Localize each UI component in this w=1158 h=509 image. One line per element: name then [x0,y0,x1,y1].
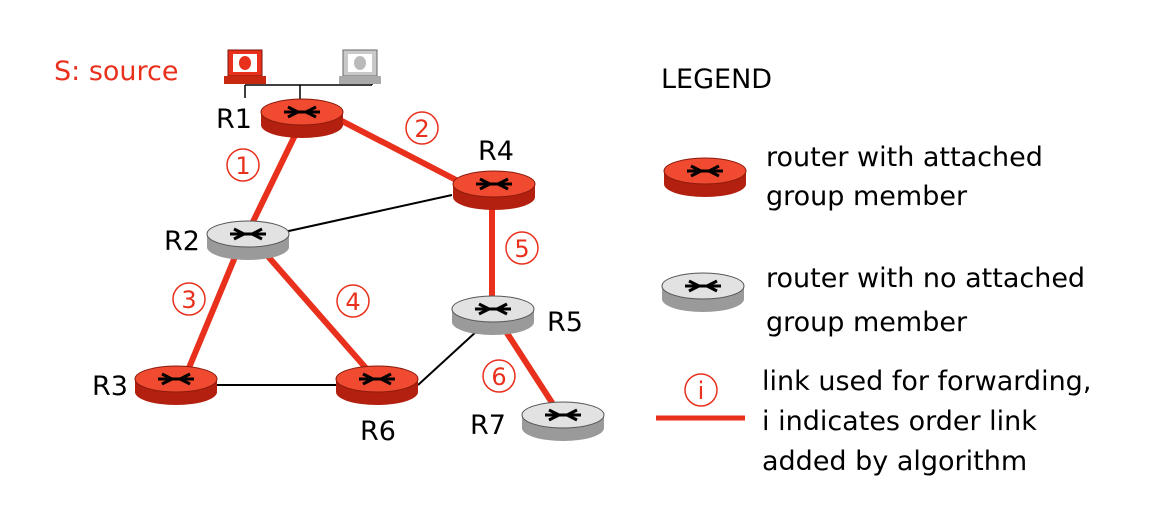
legend-member-line1: router with attached [766,142,1043,173]
forwarding-link-1 [245,123,303,234]
svg-text:3: 3 [181,286,196,314]
host-computer-icon [339,49,381,85]
svg-text:5: 5 [514,235,529,263]
forwarding-link-2 [338,117,462,185]
link-r6-r5 [417,329,479,386]
router-r4[interactable] [451,169,537,212]
legend-plain-line1: router with no attached [766,263,1085,294]
order-badge-6: 6 [482,359,516,393]
svg-text:6: 6 [491,363,506,391]
router-label-r2: R2 [164,226,200,257]
order-badge-3: 3 [172,282,206,316]
legend-plain-line2: group member [766,307,968,338]
order-badge-4: 4 [336,284,370,318]
legend-link-line3: added by algorithm [762,446,1027,477]
svg-text:4: 4 [345,288,360,316]
router-r7[interactable] [520,400,606,443]
router-label-r7: R7 [470,410,506,441]
source-label: S: source [54,56,178,87]
svg-text:2: 2 [414,115,429,143]
order-badge-5: 5 [505,231,539,265]
router-label-r3: R3 [92,371,128,402]
legend: LEGEND router with attached group member… [656,64,1091,477]
forwarding-link-6 [502,328,563,417]
legend-member-line2: group member [766,181,968,212]
legend-plain-router-icon [660,271,746,314]
router-r2[interactable] [205,219,291,262]
order-badge-2: 2 [405,111,439,145]
svg-text:1: 1 [235,152,250,180]
router-label-r1: R1 [216,104,252,135]
legend-link-line2: i indicates order link [762,406,1037,437]
router-r5[interactable] [450,294,536,337]
router-r1[interactable] [259,97,345,140]
legend-link-line1: link used for forwarding, [762,366,1091,397]
order-badges: 1 2 3 4 5 6 [172,111,539,393]
legend-link-badge: i [698,377,705,405]
legend-title: LEGEND [661,64,772,95]
router-label-r4: R4 [478,136,514,167]
source-computer-icon [224,49,372,105]
router-label-r6: R6 [360,416,396,447]
router-r6[interactable] [334,364,420,407]
forwarding-links [183,117,563,417]
legend-link-sample: i [656,373,745,421]
router-label-r5: R5 [547,307,583,338]
legend-member-router-icon [662,156,748,199]
router-r3[interactable] [133,364,219,407]
order-badge-1: 1 [226,148,260,182]
forwarding-link-3 [183,243,243,377]
forwarding-link-4 [255,243,375,377]
